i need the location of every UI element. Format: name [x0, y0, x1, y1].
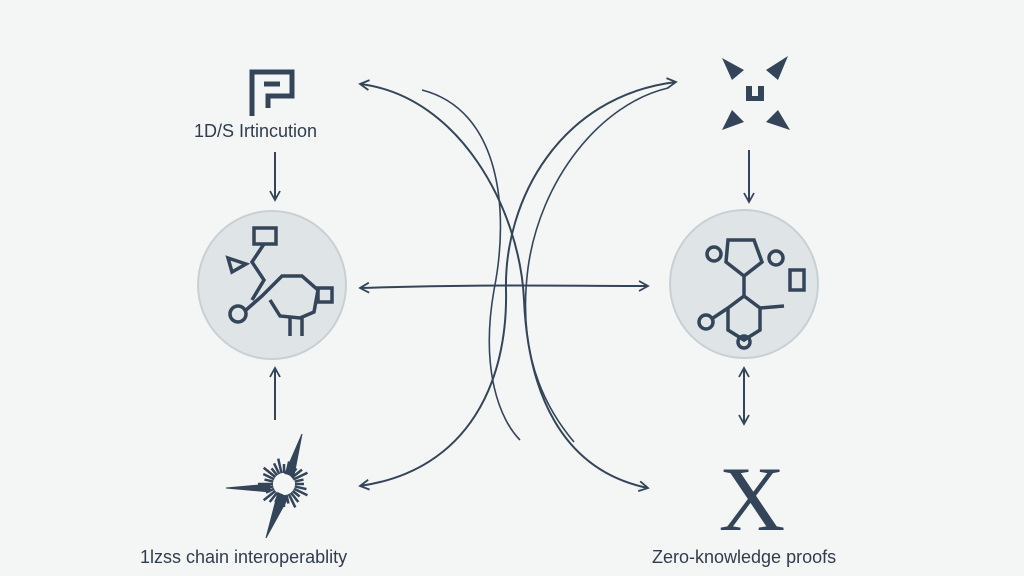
starburst-ray: [289, 467, 298, 477]
starburst-ray: [274, 493, 281, 503]
starburst-ray: [285, 461, 291, 474]
starburst-ray: [262, 466, 277, 479]
arrow-horizontal-middle: [358, 280, 650, 294]
starburst-ray: [265, 487, 275, 494]
starburst-ray: [293, 487, 308, 497]
right-molecule-node: [669, 209, 819, 359]
interaction-logo-icon: [249, 69, 295, 116]
starburst-ray: [289, 491, 300, 503]
starburst-ray: [276, 494, 283, 510]
interaction-label: 1D/S Irtincution: [194, 121, 318, 141]
chain-interoperability-label: 1lzss chain interoperablity: [140, 547, 348, 567]
starburst-ray: [276, 458, 283, 474]
starburst-ray: [287, 493, 297, 508]
starburst-ray: [287, 460, 297, 475]
starburst-ray: [270, 467, 279, 477]
starburst-ray: [291, 489, 301, 498]
curve-left-loop: [421, 89, 521, 441]
starburst-ray: [264, 478, 274, 483]
starburst-ray: [261, 485, 274, 491]
starburst-ray: [285, 494, 290, 504]
left-molecule-node: [197, 210, 347, 360]
zk-letter-glyph: X: [719, 448, 785, 550]
curve-right-loop: [524, 87, 669, 443]
starburst-ray: [268, 491, 279, 503]
zero-knowledge-proofs-label: Zero-knowledge proofs: [652, 547, 837, 567]
starburst-icon: [225, 433, 308, 539]
starburst-ray: [294, 478, 304, 483]
starburst-ray: [291, 468, 303, 479]
starburst-ray: [272, 462, 281, 475]
starburst-ray: [294, 485, 307, 491]
cross-node-icon: [722, 56, 790, 130]
curve-bottom-left-to-top-right: [358, 77, 678, 491]
starburst-ray: [262, 489, 277, 502]
starburst-ray: [293, 471, 308, 481]
starburst-ray: [262, 472, 275, 481]
